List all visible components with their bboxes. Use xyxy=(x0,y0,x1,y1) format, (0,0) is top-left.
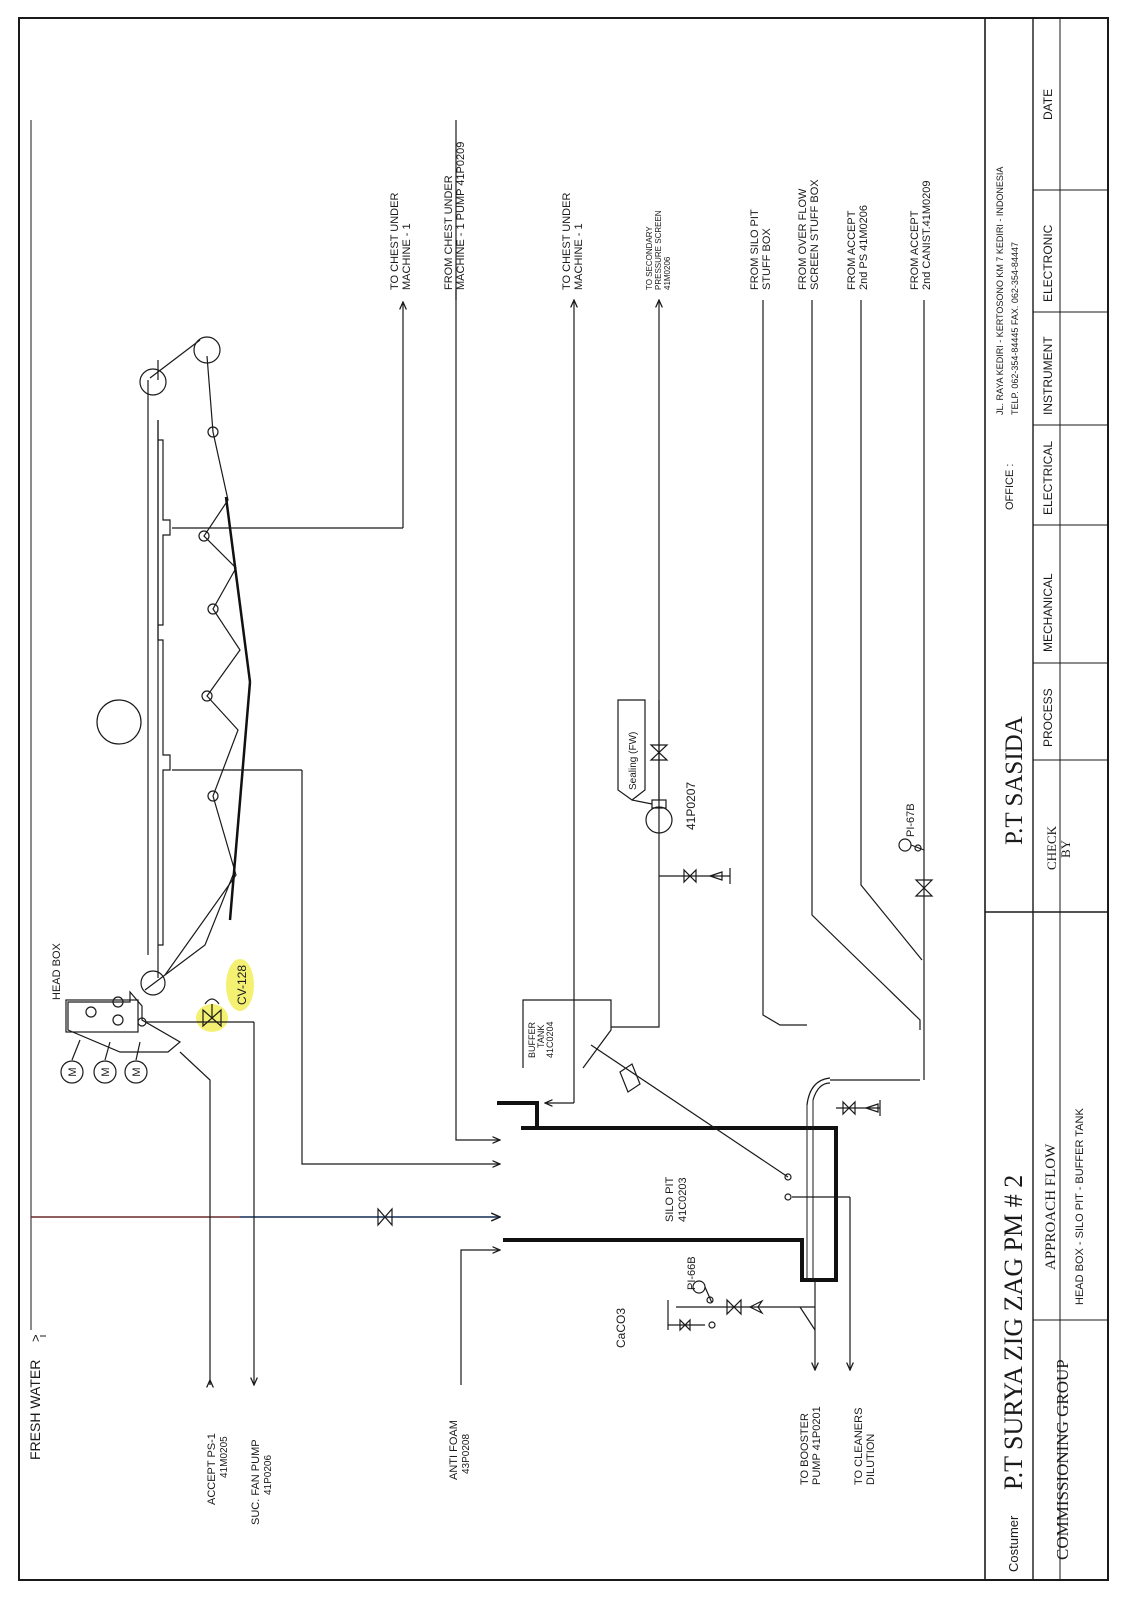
to-secondary-label: TO SECONDARY xyxy=(645,226,654,290)
buffer-tank-valve[interactable] xyxy=(619,1063,641,1093)
svg-text:PUMP 41P0201: PUMP 41P0201 xyxy=(811,1406,823,1485)
discipline-electronic: ELECTRONIC xyxy=(1041,224,1055,302)
anti-foam-line: ANTI FOAM 43P0208 xyxy=(448,1250,500,1480)
wire-section xyxy=(96,336,403,996)
svg-text:M: M xyxy=(131,1067,143,1076)
pi-66b-label: PI-66B xyxy=(686,1256,698,1290)
to-chest-under-2-label: TO CHEST UNDER xyxy=(561,193,573,290)
cv128-label: CV-128 xyxy=(235,965,249,1005)
right-process-lines: TO CHEST UNDER MACHINE - 1 FROM CHEST UN… xyxy=(389,142,934,1080)
svg-text:MACHINE - 1: MACHINE - 1 xyxy=(573,223,585,290)
from-accept-2ps-label: FROM ACCEPT xyxy=(846,210,858,290)
silo-pit-label: SILO PIT xyxy=(664,1176,676,1222)
drawing-subtitle: HEAD BOX - SILO PIT - BUFFER TANK xyxy=(1074,1108,1086,1305)
discipline-process: PROCESS xyxy=(1041,688,1055,747)
commissioning-group: COMMISSIONING GROUP xyxy=(1053,1359,1072,1560)
silo-outlet-instruments: PI-66B CaCO3 TO BOOSTER PUMP 41P0201 TO … xyxy=(614,1256,877,1485)
suction-couch-roll xyxy=(96,699,142,745)
drawing-border xyxy=(18,17,1109,1581)
pump-41p0207[interactable]: 41P0207 xyxy=(645,782,698,834)
costumer-name: P.T SURYA ZIG ZAG PM # 2 xyxy=(999,1175,1028,1490)
svg-text:PRESSURE SCREEN: PRESSURE SCREEN xyxy=(654,210,663,290)
svg-text:>: > xyxy=(28,1334,43,1342)
from-chest-under-label: FROM CHEST UNDER xyxy=(443,175,455,290)
pi-67b-label: PI-67B xyxy=(905,803,917,837)
title-block: Costumer P.T SURYA ZIG ZAG PM # 2 COMMIS… xyxy=(984,18,1108,1580)
head-box: HEAD BOX M M M xyxy=(51,942,182,1084)
fresh-water-valve[interactable] xyxy=(377,1207,393,1227)
sealing-fw-label: Sealing (FW) xyxy=(628,732,639,790)
head-box-motor-2[interactable]: M xyxy=(93,1041,117,1084)
fresh-water-line: FRESH WATER > xyxy=(27,120,500,1460)
buffer-tank: BUFFER TANK 41C0204 xyxy=(522,999,789,1178)
silo-pit-tag: 41C0203 xyxy=(677,1177,689,1222)
pump-41p0207-tag: 41P0207 xyxy=(684,782,698,830)
from-over-flow-label: FROM OVER FLOW xyxy=(797,188,809,290)
suc-fan-pump-tag: 41P0206 xyxy=(263,1455,274,1495)
company-name: P.T SASIDA xyxy=(1001,716,1028,845)
check-label: CHECK xyxy=(1044,825,1059,870)
accept-ps1-tag: 41M0205 xyxy=(219,1436,230,1478)
to-chest-under-1-label: TO CHEST UNDER xyxy=(389,193,401,290)
silo-inlets xyxy=(455,120,575,1140)
caco3-label: CaCO3 xyxy=(614,1308,628,1348)
svg-text:TANK: TANK xyxy=(536,1025,546,1048)
cv128-control-valve[interactable]: CV-128 xyxy=(146,959,254,1032)
by-label: BY xyxy=(1058,839,1073,858)
svg-text:MACHINE - 1 PUMP 41P0209: MACHINE - 1 PUMP 41P0209 xyxy=(455,142,467,290)
anti-foam-tag: 43P0208 xyxy=(461,1434,472,1474)
head-box-label: HEAD BOX xyxy=(51,942,63,1000)
address-line-1: JL. RAYA KEDIRI - KERTOSONO KM 7 KEDIRI … xyxy=(995,167,1005,415)
svg-text:SCREEN STUFF BOX: SCREEN STUFF BOX xyxy=(809,179,821,290)
costumer-label: Costumer xyxy=(1006,1515,1021,1572)
pi-67b-gauge: PI-67B xyxy=(898,803,925,852)
svg-text:DILUTION: DILUTION xyxy=(865,1434,877,1485)
head-box-motor-1[interactable]: M xyxy=(60,1039,84,1084)
from-silo-pit-label: FROM SILO PIT xyxy=(749,209,761,290)
drawing-title: APPROACH FLOW xyxy=(1043,1143,1059,1270)
svg-text:41C0204: 41C0204 xyxy=(545,1021,555,1058)
office-label: OFFICE : xyxy=(1004,464,1016,510)
discipline-mechanical: MECHANICAL xyxy=(1041,573,1055,652)
sealing-fw-tag xyxy=(617,699,646,801)
breast-roll xyxy=(140,970,166,996)
address-line-2: TELP. 062-354-84445 FAX. 062-354-84447 xyxy=(1010,242,1020,415)
svg-text:STUFF BOX: STUFF BOX xyxy=(761,228,773,290)
head-box-motor-3[interactable]: M xyxy=(124,1041,148,1084)
to-booster-label: TO BOOSTER xyxy=(799,1413,811,1485)
svg-text:41M0206: 41M0206 xyxy=(663,256,672,290)
suc-fan-pump-label: SUC. FAN PUMP xyxy=(250,1439,262,1525)
discipline-electrical: ELECTRICAL xyxy=(1041,441,1055,515)
discipline-date: DATE xyxy=(1041,89,1055,120)
svg-text:MACHINE - 1: MACHINE - 1 xyxy=(401,223,413,290)
from-accept-canist-label: FROM ACCEPT xyxy=(909,210,921,290)
fresh-water-label: FRESH WATER xyxy=(27,1360,43,1460)
svg-text:2nd CANIST.41M0209: 2nd CANIST.41M0209 xyxy=(921,181,933,290)
svg-text:M: M xyxy=(67,1067,79,1076)
to-cleaners-label: TO CLEANERS xyxy=(853,1408,865,1485)
canister-valve[interactable] xyxy=(914,879,934,897)
discipline-instrument: INSTRUMENT xyxy=(1041,336,1055,415)
silo-pit: SILO PIT 41C0203 xyxy=(497,1077,920,1370)
svg-text:M: M xyxy=(100,1067,112,1076)
accept-ps1-label: ACCEPT PS-1 xyxy=(206,1433,218,1505)
buffer-tank-label: BUFFER xyxy=(527,1021,537,1058)
couch-roll xyxy=(139,368,167,396)
head-box-piping: ACCEPT PS-1 41M0205 SUC. FAN PUMP 41P020… xyxy=(179,770,500,1525)
anti-foam-label: ANTI FOAM xyxy=(448,1420,460,1480)
svg-text:2nd PS 41M0206: 2nd PS 41M0206 xyxy=(858,205,870,290)
